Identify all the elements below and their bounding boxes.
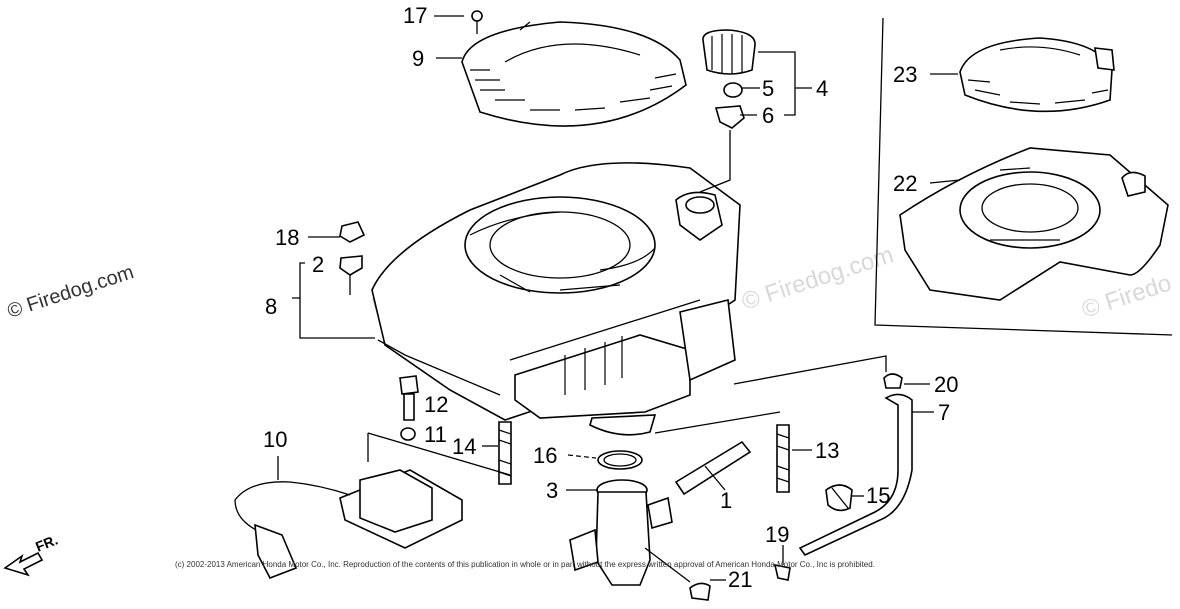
fan-cover-22-part (899, 147, 1169, 301)
svg-text:5: 5 (762, 76, 774, 101)
svg-text:15: 15 (866, 483, 890, 508)
svg-text:6: 6 (762, 103, 774, 128)
callout-11: 11 (424, 422, 447, 447)
filler-cap-part (702, 29, 756, 129)
bracket-8 (292, 262, 375, 339)
tube-1-part (674, 440, 752, 496)
pipe-19-part (773, 545, 791, 581)
svg-text:19: 19 (765, 522, 789, 547)
callout-12: 12 (424, 392, 448, 417)
coil-leader (367, 432, 511, 476)
callout-17: 17 (403, 3, 464, 28)
callout-22: 22 (893, 171, 961, 196)
watermark-right-edge: © Firedo (1079, 269, 1175, 323)
front-direction-arrow: FR. (3, 531, 60, 577)
svg-text:17: 17 (403, 3, 427, 28)
svg-text:4: 4 (816, 76, 828, 101)
svg-text:22: 22 (893, 171, 917, 196)
hose-7-part (798, 393, 913, 557)
callout-4: 4 (816, 76, 828, 101)
callout-8: 8 (265, 294, 277, 319)
collar-18-part (339, 221, 366, 243)
hose-leaders (654, 355, 887, 491)
callout-3: 3 (546, 478, 598, 503)
svg-text:3: 3 (546, 478, 558, 503)
svg-text:18: 18 (275, 225, 299, 250)
clamp-15-part (825, 484, 853, 512)
svg-text:2: 2 (312, 252, 324, 277)
svg-text:1: 1 (720, 488, 732, 513)
svg-text:21: 21 (728, 567, 752, 592)
cap-leader (699, 130, 731, 193)
callout-2: 2 (312, 252, 324, 277)
callout-13: 13 (792, 438, 839, 463)
callout-23: 23 (893, 62, 958, 87)
watermark-right-center: © Firedog.com (739, 241, 897, 315)
callout-6: 6 (762, 103, 774, 128)
svg-text:20: 20 (934, 372, 958, 397)
bolt-12-part (399, 375, 419, 421)
svg-text:13: 13 (815, 438, 839, 463)
callout-16: 16 (533, 443, 597, 468)
copyright-notice: (c) 2002-2013 American Honda Motor Co., … (175, 560, 875, 569)
callout-20: 20 (904, 372, 958, 397)
clip-20-part (883, 373, 903, 389)
elbow-3-part (569, 479, 673, 586)
svg-text:FR.: FR. (33, 531, 60, 554)
stud-14-part (498, 421, 512, 485)
collar-11-part (400, 427, 416, 441)
starter-cover-23-part (959, 37, 1115, 113)
svg-text:10: 10 (263, 427, 287, 452)
callout-21: 21 (710, 567, 752, 592)
starter-cover-part (461, 21, 687, 127)
svg-text:9: 9 (412, 46, 424, 71)
svg-text:23: 23 (893, 62, 917, 87)
watermark-left: © Firedog.com (5, 261, 137, 323)
svg-text:11: 11 (424, 422, 447, 447)
ignition-coil-part (234, 469, 463, 580)
collar-2-part (339, 255, 363, 295)
callout-18: 18 (275, 225, 340, 250)
callout-5: 5 (762, 76, 774, 101)
svg-text:12: 12 (424, 392, 448, 417)
clip-21-part (644, 547, 711, 601)
svg-text:7: 7 (938, 400, 950, 425)
callout-9: 9 (412, 46, 462, 71)
svg-text:8: 8 (265, 294, 277, 319)
callout-10: 10 (263, 427, 287, 480)
screw-17-part (471, 10, 483, 34)
callout-1: 1 (720, 488, 732, 513)
cap-bracket (740, 51, 812, 116)
callout-19: 19 (765, 522, 789, 547)
o-ring-16-part (597, 450, 643, 470)
svg-text:14: 14 (452, 434, 476, 459)
stud-13-part (776, 424, 790, 493)
svg-text:16: 16 (533, 443, 557, 468)
callout-14: 14 (452, 434, 498, 459)
callout-15: 15 (852, 483, 890, 508)
inset-border (874, 17, 1173, 336)
engine-shroud-part (371, 162, 741, 436)
callout-7: 7 (912, 400, 950, 425)
